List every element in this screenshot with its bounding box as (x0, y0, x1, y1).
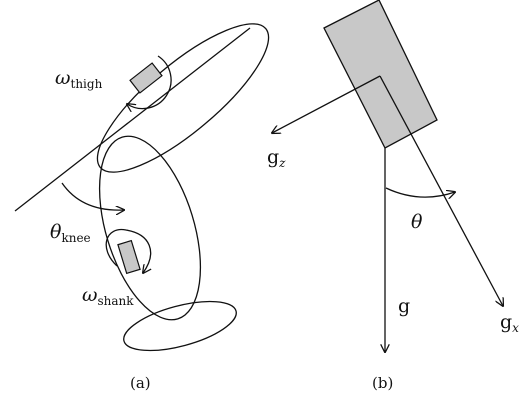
omega-thigh-label: ωthigh (55, 67, 103, 91)
panel-a: ωthigh θknee ωshank (a) (14, 23, 270, 392)
caption-a: (a) (130, 374, 151, 392)
caption-b: (b) (372, 374, 393, 392)
panel-b: gz θ g gx (b) (267, 0, 519, 392)
foot-ellipse (123, 300, 237, 352)
theta-arc (385, 187, 455, 197)
thigh-sensor (129, 62, 163, 94)
shank-ellipse (98, 135, 202, 321)
gx-axis-arrow (379, 75, 503, 306)
thigh-ellipse (96, 23, 270, 173)
gx-label: gx (500, 311, 519, 335)
sensor-body (323, 0, 438, 149)
omega-thigh-arrow (127, 55, 172, 109)
shank-sensor (117, 239, 141, 275)
omega-shank-label: ωshank (82, 284, 134, 308)
omega-shank-arrow (105, 228, 150, 273)
theta-knee-label: θknee (50, 221, 91, 245)
g-label: g (398, 295, 410, 317)
gz-label: gz (267, 146, 286, 170)
gz-axis-arrow (272, 75, 381, 133)
theta-knee-arc (61, 182, 124, 210)
thigh-axis-line (14, 27, 251, 212)
theta-label: θ (411, 211, 423, 233)
